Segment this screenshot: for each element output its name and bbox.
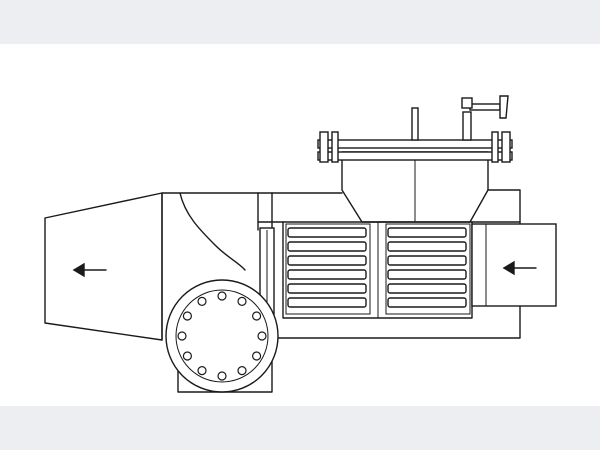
right-shoulder [487,189,521,223]
plate-heat-exchanger [285,222,471,318]
bottom-band [0,406,600,450]
flange-bolt-left-1 [319,131,329,163]
valve-handwheel [499,95,509,119]
tank-flange-bottom [317,151,513,161]
flange-bolts [177,291,267,381]
outlet-arrow [72,262,107,278]
plate [287,283,367,294]
plate-bank-frame [385,223,471,315]
flange-bolt [237,296,247,306]
flange-inner-ring [175,289,269,383]
outlet-cone [44,192,163,341]
bottom-flange [165,279,279,393]
plate [287,227,367,238]
plate-bank-frame [285,223,371,315]
flange-bolt [217,371,227,381]
plate [287,297,367,308]
plate [387,227,467,238]
plate [387,297,467,308]
inlet-arrow [502,260,537,276]
top-pipe [411,107,419,141]
flange-bolt-right-2 [501,131,511,163]
valve-body [461,97,473,109]
flange-bolt [182,351,192,361]
plate [387,241,467,252]
main-housing [161,192,343,341]
plate [287,255,367,266]
plate [287,241,367,252]
flange-bolt [237,366,247,376]
valve-stem [462,111,472,141]
flange-bolt [252,351,262,361]
plate [387,283,467,294]
plate [387,255,467,266]
flange-bolt [197,296,207,306]
plate [287,269,367,280]
tank-flange-top [317,139,513,149]
flange-bolt-right-1 [491,131,499,163]
flange-bolt [217,291,227,301]
flange-bolt [182,311,192,321]
plate [387,269,467,280]
flange-outer-ring [165,279,279,393]
flange-bolt [252,311,262,321]
flange-bolt [257,331,267,341]
top-band [0,0,600,44]
flange-bolt [177,331,187,341]
valve-arm [469,103,501,111]
flange-bolt [197,366,207,376]
flange-bolt-left-2 [331,131,339,163]
